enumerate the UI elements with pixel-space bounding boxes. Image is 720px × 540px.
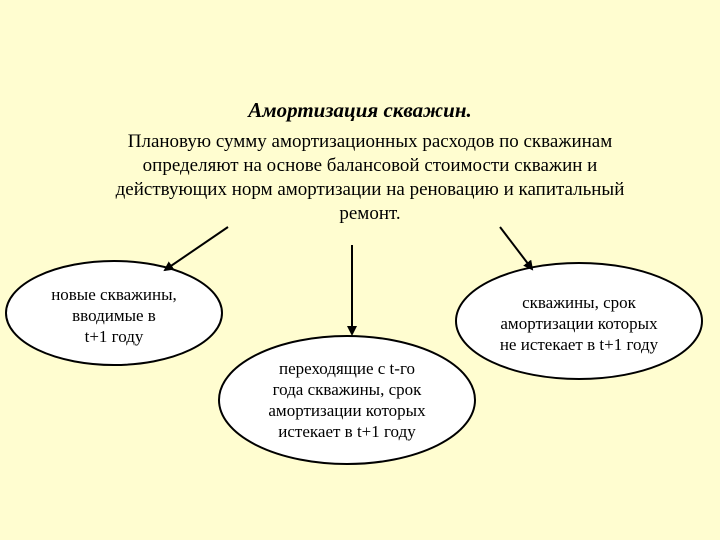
node-left-line: вводимые в [72,306,156,325]
node-right-ellipse [455,262,703,380]
node-middle-label: переходящие с t-го года скважины, срок а… [227,358,467,442]
node-middle-line: переходящие с t-го [278,359,415,378]
node-left-line: t+1 году [84,327,144,346]
description-line: действующих норм амортизации на реноваци… [115,179,625,200]
node-right-line: скважины, срок [522,293,636,312]
node-left-ellipse [5,260,223,366]
node-right-line: амортизации которых [500,314,658,333]
diagram-title: Амортизация скважин. [248,98,472,122]
arrow-left [163,226,229,272]
node-middle-line: амортизации которых [268,401,426,420]
description-line: Плановую сумму амортизационных расходов … [127,131,613,152]
description-line: ремонт. [339,203,401,224]
description-line: определяют на основе балансовой стоимост… [142,155,598,176]
node-right-label: скважины, срок амортизации которых не ис… [469,292,689,355]
node-middle-line: истекает в t+1 году [278,422,416,441]
node-middle-line: года скважины, срок [272,380,422,399]
node-middle-ellipse [218,335,476,465]
description-text: Плановую сумму амортизационных расходов … [60,130,680,226]
node-left-line: новые скважины, [51,285,177,304]
arrow-right [499,226,534,271]
node-right-line: не истекает в t+1 году [499,335,659,354]
node-left-label: новые скважины, вводимые в t+1 году [14,284,214,347]
